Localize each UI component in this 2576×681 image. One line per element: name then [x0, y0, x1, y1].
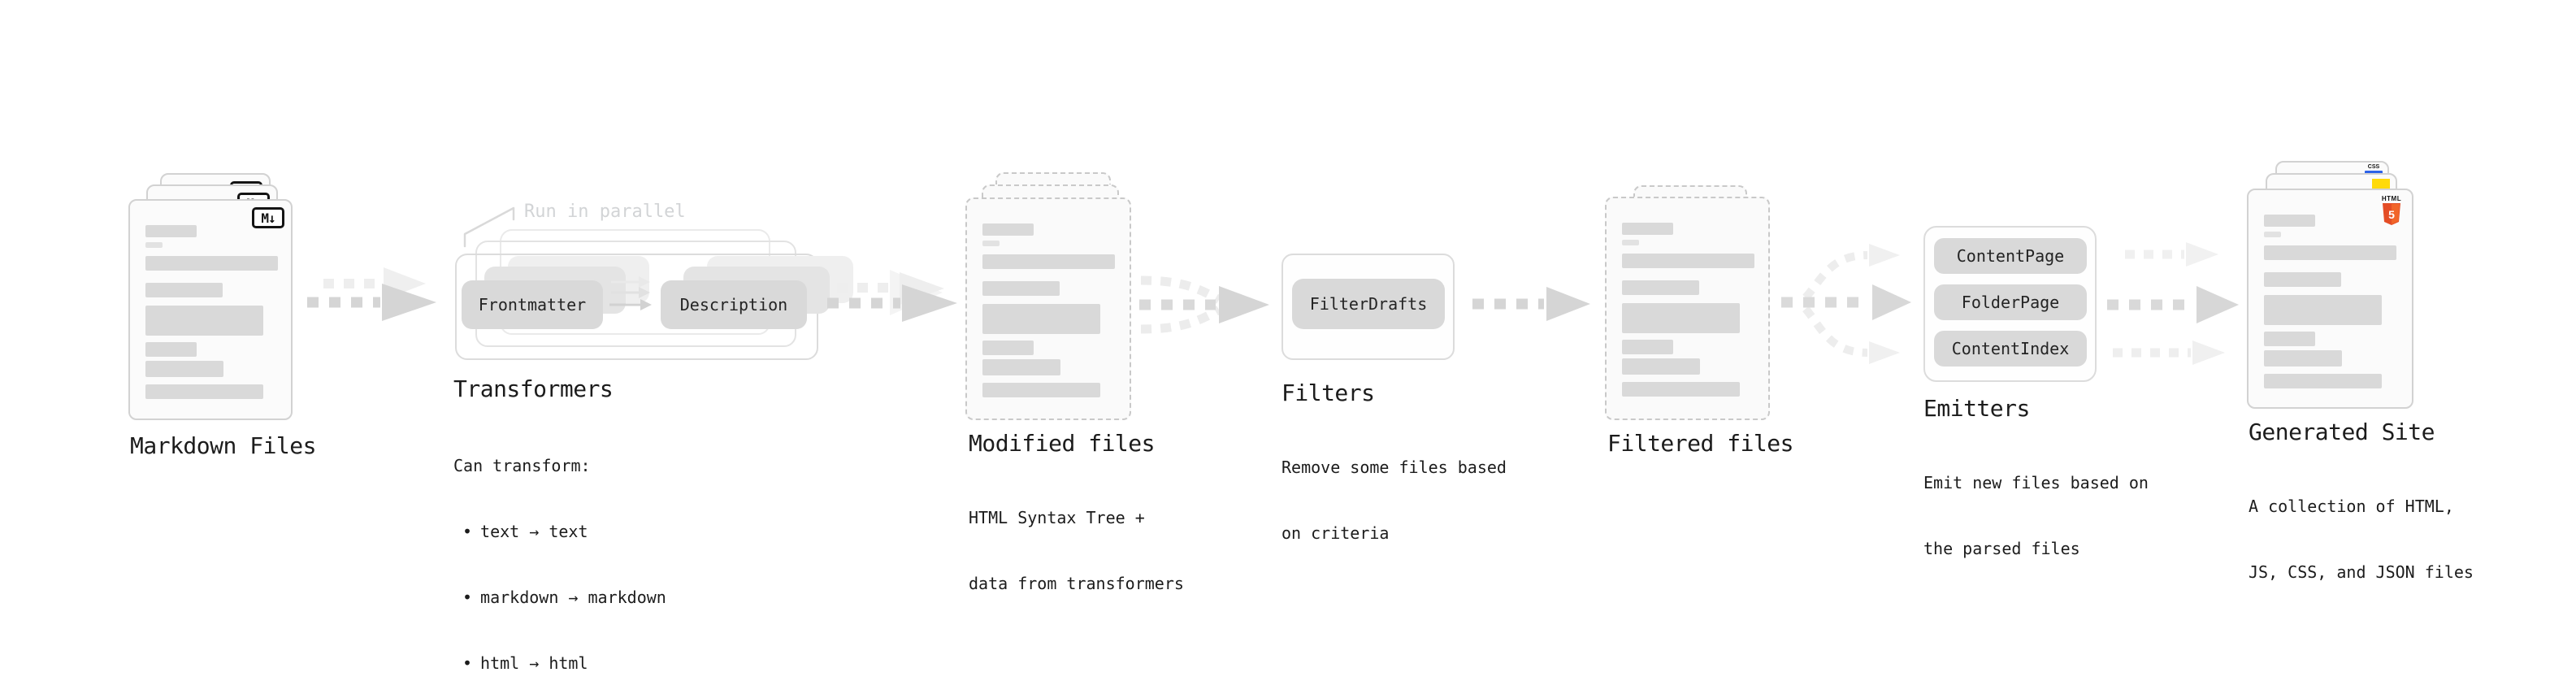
skeleton-line [982, 340, 1034, 355]
skeleton-line [2264, 272, 2341, 287]
transformers-desc-heading: Can transform: [453, 456, 591, 475]
run-in-parallel-note: Run in parallel [524, 202, 686, 222]
arrow-emitters-to-generated [2107, 242, 2239, 365]
skeleton-line [145, 384, 263, 399]
skeleton-line [2264, 295, 2382, 325]
skeleton-line [145, 242, 163, 248]
pill-contentpage: ContentPage [1934, 238, 2087, 274]
emitters-title: Emitters [1923, 395, 2030, 422]
file-card-front: M↓ [128, 199, 293, 420]
skeleton-line [145, 361, 223, 377]
modified-files-title: Modified files [969, 430, 1156, 457]
pill-folderpage: FolderPage [1934, 284, 2087, 320]
file-card-front-html: HTML 5 [2247, 189, 2413, 409]
emitters-subtitle: Emit new files based on the parsed files [1923, 473, 2149, 558]
generated-site-subtitle: A collection of HTML, JS, CSS, and JSON … [2249, 497, 2474, 582]
skeleton-line [2264, 215, 2315, 227]
skeleton-line [1622, 254, 1754, 268]
arrow-modified-to-filters [1139, 275, 1269, 334]
skeleton-line [982, 241, 1000, 246]
skeleton-line [2264, 332, 2315, 346]
skeleton-line [982, 254, 1115, 269]
generated-site-title: Generated Site [2249, 419, 2435, 445]
skeleton-line [1622, 382, 1740, 397]
pill-contentindex: ContentIndex [1934, 331, 2087, 367]
skeleton-line [1622, 240, 1639, 245]
transformers-bullet: •html → html [462, 653, 588, 673]
svg-text:5: 5 [2388, 208, 2395, 221]
skeleton-line [1622, 358, 1700, 375]
transformers-description: Can transform: •text → text •markdown → … [453, 411, 666, 681]
skeleton-line [145, 306, 263, 336]
file-card-front [1605, 197, 1770, 420]
file-card-front [965, 197, 1131, 420]
filters-subtitle: Remove some files based on criteria [1281, 458, 1507, 543]
filtered-files-title: Filtered files [1607, 430, 1794, 457]
skeleton-line [982, 383, 1100, 397]
markdown-icon: M↓ [252, 207, 284, 228]
skeleton-line [145, 225, 197, 237]
skeleton-line [2264, 374, 2382, 388]
modified-files-subtitle: HTML Syntax Tree + data from transformer… [969, 508, 1184, 593]
html5-icon: HTML 5 [2381, 195, 2402, 225]
skeleton-line [2264, 245, 2396, 260]
skeleton-line [982, 304, 1100, 334]
skeleton-line [145, 342, 197, 357]
skeleton-line [2264, 350, 2342, 367]
css-icon: CSS [2365, 164, 2383, 174]
js-icon [2372, 179, 2390, 189]
pill-filterdrafts: FilterDrafts [1292, 279, 1445, 329]
filters-title: Filters [1281, 380, 1375, 406]
pill-description: Description [661, 280, 807, 329]
skeleton-line [1622, 280, 1699, 295]
transformers-bullet: •text → text [462, 522, 588, 541]
pill-frontmatter: Frontmatter [462, 280, 603, 329]
skeleton-line [982, 223, 1034, 236]
skeleton-line [982, 281, 1060, 296]
transformers-bullet: •markdown → markdown [462, 588, 666, 607]
arrow-markdown-to-transformers [307, 267, 436, 321]
skeleton-line [1622, 303, 1740, 333]
skeleton-line [2264, 232, 2281, 237]
skeleton-line [982, 359, 1060, 375]
skeleton-line [1622, 223, 1673, 235]
arrow-filters-to-filtered [1472, 287, 1590, 321]
arrow-filtered-to-emitters [1781, 244, 1911, 364]
markdown-files-title: Markdown Files [130, 432, 317, 459]
transformers-title: Transformers [453, 375, 614, 402]
skeleton-line [1622, 340, 1673, 354]
skeleton-line [145, 256, 278, 271]
skeleton-line [145, 283, 223, 297]
